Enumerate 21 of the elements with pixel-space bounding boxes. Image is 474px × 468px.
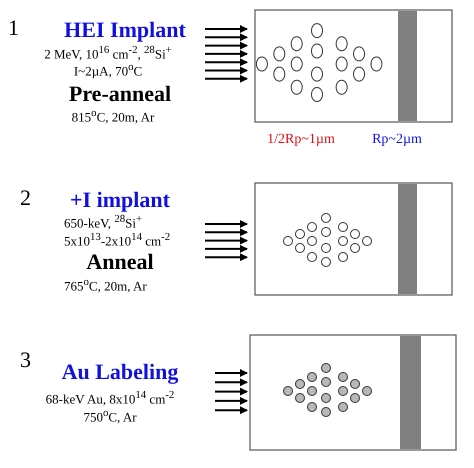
- step-number: 1: [8, 16, 19, 40]
- step-heading: Au Labeling: [62, 360, 178, 384]
- step-number: 3: [20, 348, 31, 372]
- step-number: 2: [20, 186, 31, 210]
- depth-label: Rp~2µm: [372, 132, 422, 148]
- condition-text: 2 MeV, 10$^{16}$ cm$^{-2}$, $^{28}$Si$^{+}$: [44, 45, 172, 62]
- condition-text: 650-keV, $^{28}$Si$^{+}$: [64, 214, 142, 231]
- implant-layer-band: [400, 336, 421, 449]
- anneal-heading: Anneal: [86, 250, 154, 274]
- depth-label: 1/2Rp~1µm: [267, 132, 335, 148]
- condition-text: 765$^{o}$C, 20m, Ar: [64, 277, 147, 294]
- condition-text: 68-keV Au, 8x10$^{14}$ cm$^{-2}$: [46, 390, 174, 407]
- implant-layer-band: [398, 184, 417, 294]
- condition-text: I~2µA, 70$^{o}$C: [74, 62, 142, 79]
- step-heading: +I implant: [70, 188, 170, 212]
- condition-text: 5x10$^{13}$-2x10$^{14}$ cm$^{-2}$: [64, 232, 170, 249]
- step-heading: HEI Implant: [64, 18, 186, 42]
- anneal-heading: Pre-anneal: [68, 82, 172, 106]
- implant-layer-band: [398, 11, 417, 121]
- condition-text: 815$^{o}$C, 20m, Ar: [72, 108, 154, 125]
- condition-text: 750$^{o}$C, Ar: [83, 408, 137, 425]
